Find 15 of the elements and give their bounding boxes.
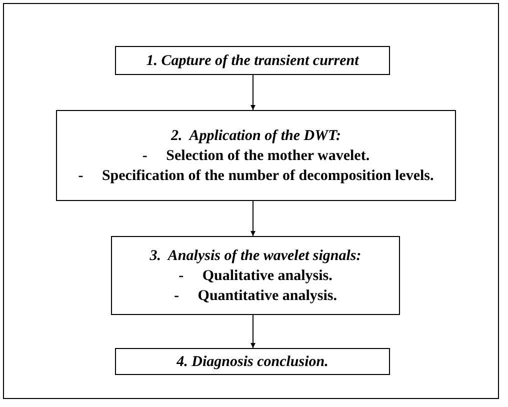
step-detail: - Qualitative analysis. <box>178 266 332 286</box>
process-box <box>115 46 390 75</box>
step-title: 3. Analysis of the wavelet signals: <box>150 246 362 266</box>
process-box <box>56 110 456 201</box>
step-detail: - Specification of the number of decomposition levels. <box>78 166 434 186</box>
step-title: 4. Diagnosis conclusion. <box>176 352 328 372</box>
step-title: 1. Capture of the transient current <box>146 52 359 70</box>
arrow <box>250 314 256 348</box>
process-box <box>115 348 390 375</box>
arrow <box>250 74 256 110</box>
step-detail: - Selection of the mother wavelet. <box>142 146 370 166</box>
arrow <box>250 200 256 236</box>
step-title: 2. Application of the DWT: <box>171 126 341 146</box>
process-box <box>111 236 400 315</box>
step-detail: - Quantitative analysis. <box>174 286 337 306</box>
